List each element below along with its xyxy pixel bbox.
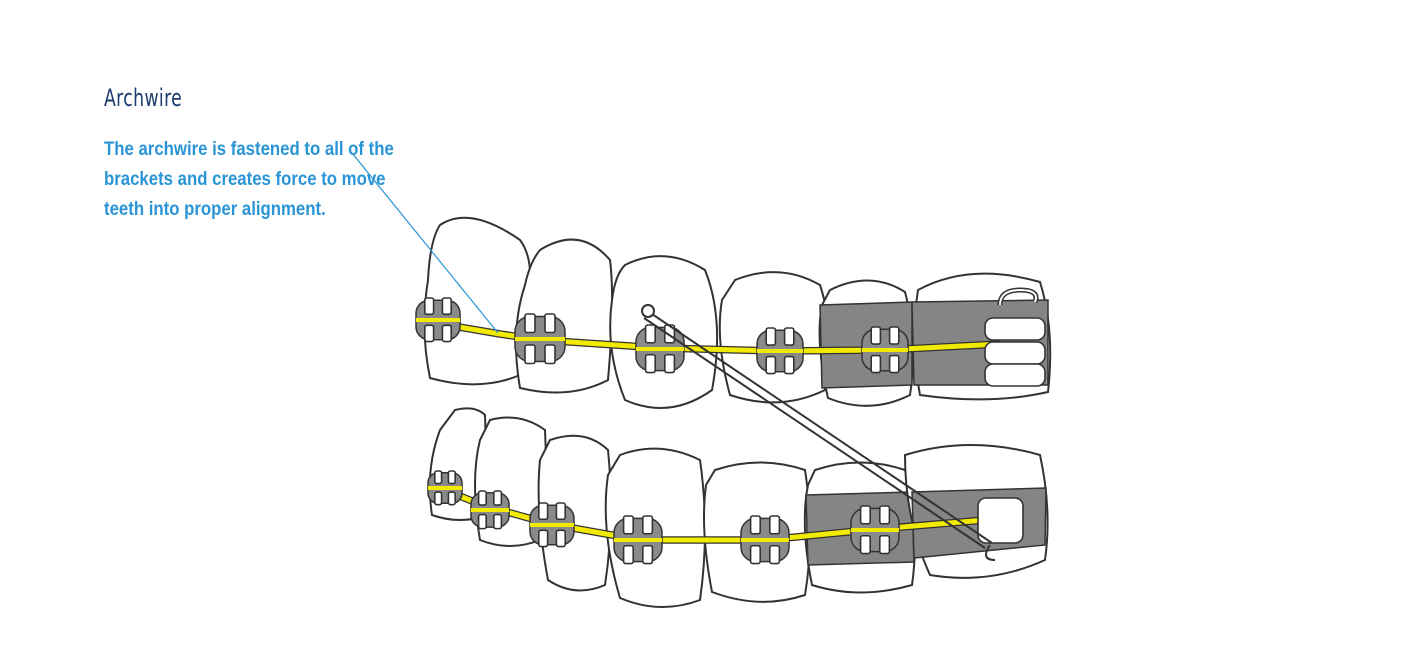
tie-wing (447, 470, 456, 485)
tie-wing (783, 355, 795, 375)
tie-wing (859, 505, 871, 525)
tie-wing (423, 297, 435, 316)
tie-wing (537, 502, 549, 521)
buccal-tube-lower (977, 497, 1024, 561)
bracket (861, 326, 909, 374)
archwire-title: Archwire (104, 84, 183, 112)
bracket (850, 505, 900, 555)
tie-wing (870, 326, 882, 345)
lower-teeth (428, 407, 1049, 608)
tie-wing (447, 491, 456, 506)
tie-wing (765, 355, 777, 375)
bracket (740, 515, 790, 565)
tie-wing (622, 544, 634, 565)
buccal-tube-upper (984, 287, 1046, 387)
tie-wing (859, 534, 871, 555)
tie-wing (544, 344, 556, 365)
tie-wing (555, 502, 567, 521)
tie-wing (524, 313, 536, 334)
leader-line (351, 152, 499, 334)
tie-wing (433, 491, 443, 506)
tie-wing (537, 529, 549, 548)
tie-wing (768, 544, 781, 565)
tie-wing (641, 515, 654, 535)
tie-wing (524, 344, 536, 365)
tie-wing (423, 324, 435, 343)
upper-teeth (423, 216, 1052, 409)
bracket (427, 470, 463, 506)
tie-wing (433, 470, 443, 485)
tie-wing (544, 313, 556, 334)
tie-wing (492, 490, 503, 506)
archwire-description: The archwire is fastened to all of the b… (104, 138, 394, 220)
tie-wing (768, 515, 781, 535)
tie-wing (622, 515, 634, 535)
tie-wing (888, 354, 900, 374)
tie-wing (749, 544, 761, 565)
bracket (470, 490, 510, 530)
tie-wing (663, 353, 676, 374)
bracket (514, 313, 566, 365)
bracket (756, 327, 804, 375)
tie-wing (644, 324, 656, 344)
tie-wing (870, 354, 882, 374)
tie-wing (765, 327, 777, 346)
bracket (635, 324, 685, 374)
bracket (529, 502, 575, 548)
tie-wing (641, 544, 654, 565)
tie-wing (441, 324, 452, 343)
bracket (415, 297, 461, 343)
tie-wing (749, 515, 761, 535)
tie-wing (783, 327, 795, 346)
tie-wing (492, 513, 503, 530)
tie-wing (878, 534, 891, 555)
tie-wing (477, 513, 488, 530)
tie-wing (878, 505, 891, 525)
tie-wing (477, 490, 488, 506)
bracket (613, 515, 663, 565)
tie-wing (888, 326, 900, 345)
brackets (415, 297, 909, 565)
elastic-band (641, 304, 993, 549)
tie-wing (644, 353, 656, 374)
tie-wing (441, 297, 452, 316)
upper-tooth (423, 216, 532, 386)
tie-wing (555, 529, 567, 548)
